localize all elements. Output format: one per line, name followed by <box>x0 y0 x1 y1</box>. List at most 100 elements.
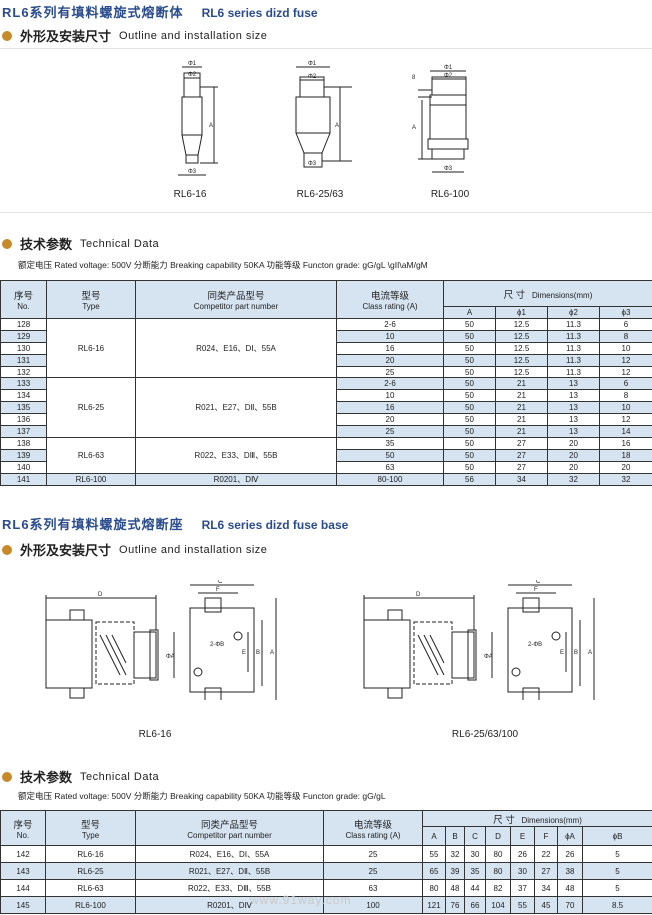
cell-f: 22 <box>534 845 558 863</box>
header-label: 同类产品型号 <box>200 819 258 831</box>
cell-a: 50 <box>443 377 496 391</box>
header-label: Type <box>81 830 100 840</box>
cell-phi-b: 8.5 <box>581 896 652 914</box>
cell-class: 25 <box>336 365 444 379</box>
cell-phi3: 10 <box>598 401 652 415</box>
header-dim: F <box>534 826 558 846</box>
cell-phi1: 21 <box>495 377 548 391</box>
cell-type: RL6-100 <box>45 896 136 914</box>
cell-no: 135 <box>0 401 47 415</box>
header-label: 电流等级 <box>353 819 392 831</box>
cell-phi1: 12.5 <box>495 329 548 343</box>
label-phi1: Φ1 <box>188 61 197 67</box>
cell-phi3: 6 <box>598 377 652 391</box>
cell-competitor: R021、E27、DⅡ、55B <box>135 377 337 438</box>
cell-competitor: R021、E27、DⅡ、55B <box>135 862 324 880</box>
fuse-title-en: RL6 series dizd fuse <box>201 6 318 20</box>
cell-class: 20 <box>336 353 444 367</box>
base-drawings: D ΦA C F 2-ΦB E B A D ΦA C F 2-ΦB E B A <box>45 580 595 700</box>
label-phi1: Φ1 <box>444 65 453 71</box>
cell-b: 48 <box>445 879 465 897</box>
cell-phi2: 13 <box>547 389 600 403</box>
cell-phi2: 20 <box>547 436 600 450</box>
cell-a: 50 <box>443 401 496 415</box>
cell-phi3: 14 <box>598 425 652 438</box>
cell-a: 55 <box>422 845 446 863</box>
header-dim: B <box>445 826 465 846</box>
header-dim: ϕ1 <box>495 306 548 319</box>
cell-class: 16 <box>336 401 444 415</box>
cell-phi1: 21 <box>495 425 548 438</box>
label-a: A <box>412 125 416 131</box>
cell-phi1: 27 <box>495 448 548 462</box>
cell-phi2: 20 <box>547 460 600 474</box>
header-label: No. <box>16 830 30 840</box>
cell-phi1: 34 <box>495 472 548 486</box>
cell-class: 2-6 <box>336 377 444 391</box>
cell-phi3: 8 <box>598 389 652 403</box>
cell-phi2: 11.3 <box>547 341 600 355</box>
cell-c: 66 <box>464 896 486 914</box>
header-label: Competitor part number <box>193 302 279 311</box>
cell-a: 50 <box>443 413 496 427</box>
label-a: A <box>209 123 213 129</box>
header-label: Class rating (A) <box>362 302 418 311</box>
cell-a: 50 <box>443 341 496 355</box>
header-label: 型号 <box>81 291 101 302</box>
label-c: C <box>536 580 541 585</box>
cell-phi2: 20 <box>547 448 600 462</box>
header-label: 序号 <box>13 819 33 831</box>
label-f: F <box>534 587 538 593</box>
cell-c: 35 <box>464 862 486 880</box>
header-dim: A <box>422 826 446 846</box>
cell-e: 37 <box>510 879 535 897</box>
label-e: E <box>560 650 564 656</box>
bullet-icon <box>2 771 12 782</box>
cell-phi1: 27 <box>495 436 548 450</box>
cell-e: 55 <box>510 896 535 914</box>
cell-type: RL6-25 <box>45 862 136 880</box>
header-dim: E <box>510 826 535 846</box>
cell-class: 35 <box>336 436 444 450</box>
label-d: D <box>98 592 103 598</box>
header-label: Dimensions(mm) <box>521 815 582 825</box>
cell-no: 131 <box>0 353 47 367</box>
cell-e: 30 <box>510 862 535 880</box>
cell-class: 25 <box>323 862 423 880</box>
cell-no: 138 <box>0 436 47 450</box>
header-label: Class rating (A) <box>345 830 401 840</box>
cell-type: RL6-100 <box>46 472 136 486</box>
base-drawing-rl6-16 <box>45 584 277 700</box>
header-label: Dimensions(mm) <box>531 290 593 300</box>
cell-c: 30 <box>464 845 486 863</box>
fuse-drawing-rl6-25-63 <box>295 66 352 168</box>
cell-a: 121 <box>422 896 446 914</box>
label-2-phi-b: 2-ΦB <box>210 642 224 648</box>
cell-d: 80 <box>485 862 511 880</box>
header-label: Competitor part number <box>187 830 272 840</box>
caption-rl6-16: RL6-16 <box>173 189 207 200</box>
cell-class: 80-100 <box>336 472 444 486</box>
cell-class: 100 <box>323 896 423 914</box>
label-b: B <box>574 650 578 656</box>
cell-phi-a: 48 <box>557 879 583 897</box>
label-phi3: Φ3 <box>444 166 453 172</box>
header-dim: ϕA <box>557 826 583 846</box>
label-phi2: Φ2 <box>308 74 317 80</box>
header-label: 电流等级 <box>370 291 409 302</box>
cell-b: 32 <box>445 845 465 863</box>
